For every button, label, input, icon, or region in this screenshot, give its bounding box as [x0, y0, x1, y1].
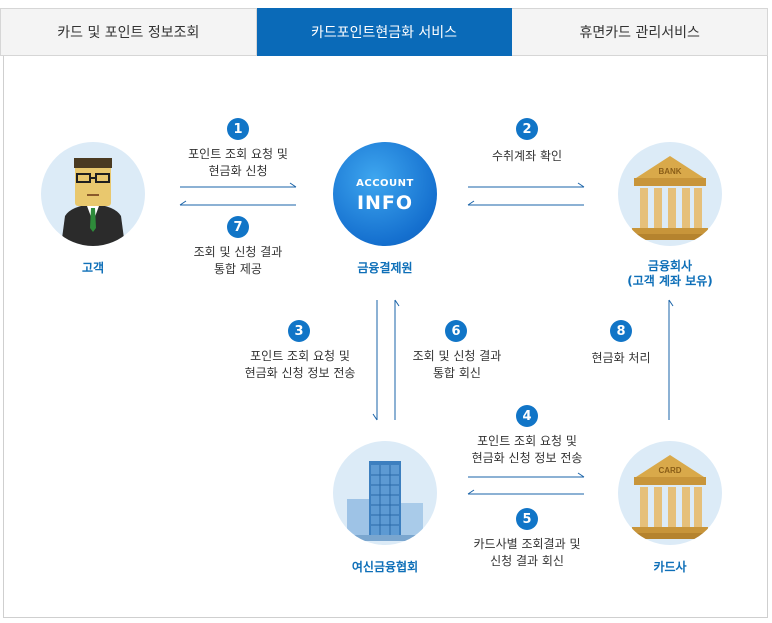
step-6-desc: 조회 및 신청 결과 통합 회신	[400, 348, 514, 382]
step-1-desc: 포인트 조회 요청 및 현금화 신청	[168, 146, 308, 180]
step-7-line2: 통합 제공	[214, 262, 262, 276]
step-6-line1: 조회 및 신청 결과	[412, 349, 502, 363]
office-building-icon	[343, 461, 427, 541]
step-5-desc: 카드사별 조회결과 및 신청 결과 회신	[457, 536, 597, 570]
step-2-badge: 2	[516, 118, 538, 140]
bank-label: 금융회사 (고객 계좌 보유)	[620, 259, 720, 289]
step-1-line1: 포인트 조회 요청 및	[188, 147, 288, 161]
step-4-line1: 포인트 조회 요청 및	[477, 434, 577, 448]
card-sign-text: CARD	[658, 466, 681, 475]
logo-text-info: INFO	[356, 192, 414, 214]
step-1-badge: 1	[227, 118, 249, 140]
bank-sign-text: BANK	[658, 167, 681, 176]
logo-text-account: ACCOUNT	[356, 178, 414, 189]
step-7-badge: 7	[227, 216, 249, 238]
step-1-line2: 현금화 신청	[208, 164, 268, 178]
card-company-building-icon: CARD	[628, 455, 712, 539]
tab-dormant-card-service[interactable]: 휴면카드 관리서비스	[512, 8, 769, 56]
bank-building-icon: BANK	[628, 156, 712, 240]
step-8-desc: 현금화 처리	[591, 351, 651, 365]
step-3-desc: 포인트 조회 요청 및 현금화 신청 정보 전송	[230, 348, 370, 382]
bank-node: BANK	[618, 142, 722, 246]
card-company-label: 카드사	[653, 560, 687, 574]
step-7-desc: 조회 및 신청 결과 통합 제공	[168, 244, 308, 278]
step-5-line2: 신청 결과 회신	[490, 554, 564, 568]
step-4-badge: 4	[516, 405, 538, 427]
step-4-line2: 현금화 신청 정보 전송	[471, 451, 583, 465]
step-3-line2: 현금화 신청 정보 전송	[244, 366, 356, 380]
step-2-desc: 수취계좌 확인	[491, 149, 563, 163]
service-tabs: 카드 및 포인트 정보조회 카드포인트현금화 서비스 휴면카드 관리서비스	[0, 8, 769, 56]
association-label: 여신금융협회	[351, 560, 419, 574]
step-6-badge: 6	[445, 320, 467, 342]
tab-point-cash-service[interactable]: 카드포인트현금화 서비스	[256, 8, 513, 56]
account-info-logo: ACCOUNT INFO	[333, 142, 437, 246]
step-3-badge: 3	[288, 320, 310, 342]
bank-label-line1: 금융회사	[647, 259, 693, 273]
step-7-line1: 조회 및 신청 결과	[193, 245, 283, 259]
step-4-desc: 포인트 조회 요청 및 현금화 신청 정보 전송	[457, 433, 597, 467]
step-5-badge: 5	[516, 508, 538, 530]
step-3-line1: 포인트 조회 요청 및	[250, 349, 350, 363]
tab-card-point-inquiry[interactable]: 카드 및 포인트 정보조회	[0, 8, 257, 56]
center-label: 금융결제원	[357, 261, 413, 275]
card-company-node: CARD	[618, 441, 722, 545]
customer-node	[41, 142, 145, 246]
customer-person-icon	[61, 158, 125, 246]
bank-label-line2: (고객 계좌 보유)	[627, 274, 713, 288]
step-5-line1: 카드사별 조회결과 및	[473, 537, 581, 551]
step-6-line2: 통합 회신	[433, 366, 481, 380]
customer-label: 고객	[81, 261, 105, 275]
association-node	[333, 441, 437, 545]
step-8-badge: 8	[610, 320, 632, 342]
